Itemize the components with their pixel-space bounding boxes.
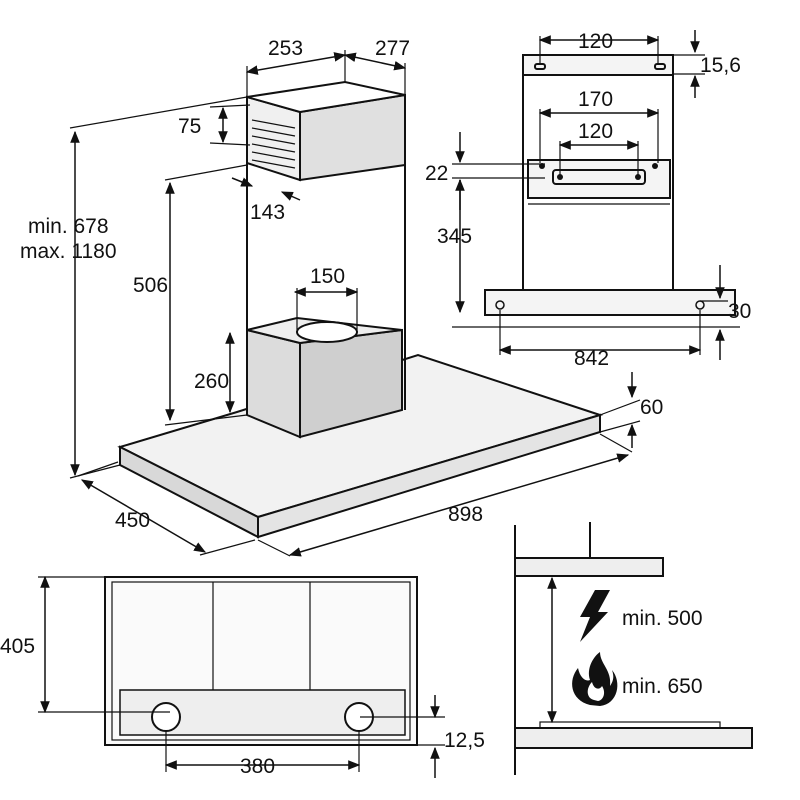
- dim-line-chimney-depth: [343, 52, 407, 71]
- label-chimney-depth: 277: [375, 37, 410, 60]
- label-hood-width: 898: [448, 503, 483, 526]
- outlet-collar: [296, 321, 358, 343]
- label-upper-bracket: 170: [578, 88, 613, 111]
- outlet-grille: [251, 119, 296, 169]
- label-electric-clearance: min. 500: [622, 607, 703, 630]
- lightning-bolt-icon: [580, 590, 610, 642]
- dim-line-outlet-offset: [231, 177, 254, 187]
- label-filter-offset: 12,5: [444, 729, 485, 752]
- label-chimney-width: 253: [268, 37, 303, 60]
- label-filter-spacing: 380: [240, 755, 275, 778]
- clearance-view: min. 500 min. 650: [514, 522, 753, 775]
- hood-3d-view: 253 277 75 min. 678 max. 1180 143 506 15…: [20, 37, 663, 557]
- label-chimney-min: min. 678: [28, 215, 109, 238]
- label-front-height: 405: [0, 635, 35, 658]
- flame-icon: [572, 652, 618, 706]
- dim-line-hood-depth: [80, 479, 207, 553]
- hob-surface: [514, 727, 753, 749]
- label-duct-height: 506: [133, 274, 168, 297]
- wall-fixing-view: 120 15,6 170 120 22 345 30 842: [425, 30, 751, 370]
- label-hole-spacing: 842: [574, 347, 609, 370]
- label-chimney-max: max. 1180: [20, 240, 117, 263]
- dim-line-chimney-width: [245, 52, 347, 75]
- label-hood-depth: 450: [115, 509, 150, 532]
- label-outlet-offset: 143: [250, 201, 285, 224]
- label-bracket-holes: 120: [578, 120, 613, 143]
- label-bracket-height: 15,6: [700, 54, 741, 77]
- label-bracket-spacing: 120: [578, 30, 613, 53]
- light-left: [151, 702, 181, 732]
- front-filter-view: 405 12,5 380: [0, 575, 485, 778]
- upper-bracket: [522, 54, 674, 76]
- hood-side-profile: [514, 557, 664, 577]
- label-hole-height: 30: [728, 300, 751, 323]
- label-outlet-height: 75: [178, 115, 201, 138]
- dim-line-hood-width: [288, 453, 630, 557]
- hood-top-profile: [484, 289, 736, 316]
- label-canopy-thickness: 60: [640, 396, 663, 419]
- label-bracket-offset: 22: [425, 162, 448, 185]
- label-fixing-height: 345: [437, 225, 472, 248]
- label-outlet-diameter: 150: [310, 265, 345, 288]
- label-gas-clearance: min. 650: [622, 675, 703, 698]
- label-motor-height: 260: [194, 370, 229, 393]
- wall-bracket: [527, 159, 671, 199]
